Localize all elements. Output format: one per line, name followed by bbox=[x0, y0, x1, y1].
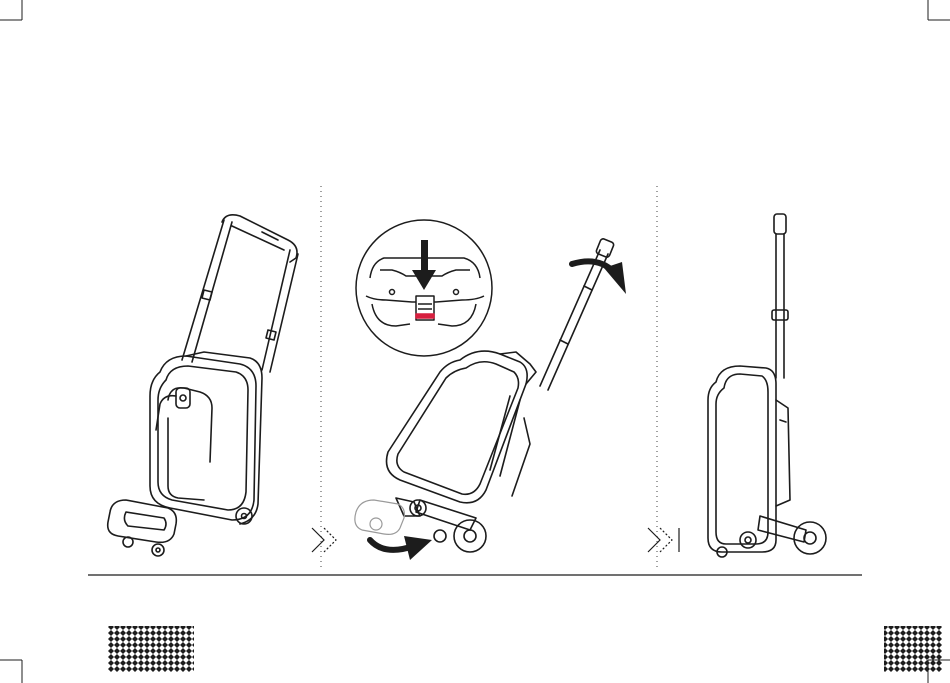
push-arrow-head-icon bbox=[404, 536, 432, 560]
next-step-chevron-icon bbox=[648, 528, 679, 552]
step-dividers bbox=[321, 186, 657, 568]
step-3-illustration bbox=[708, 214, 826, 557]
step-1-illustration bbox=[108, 215, 298, 556]
diamond-pattern-left-icon bbox=[108, 626, 194, 672]
next-step-chevron-icon bbox=[312, 528, 336, 552]
folding-deck-ghost bbox=[355, 500, 405, 534]
diamond-pattern-right-icon bbox=[884, 626, 942, 672]
